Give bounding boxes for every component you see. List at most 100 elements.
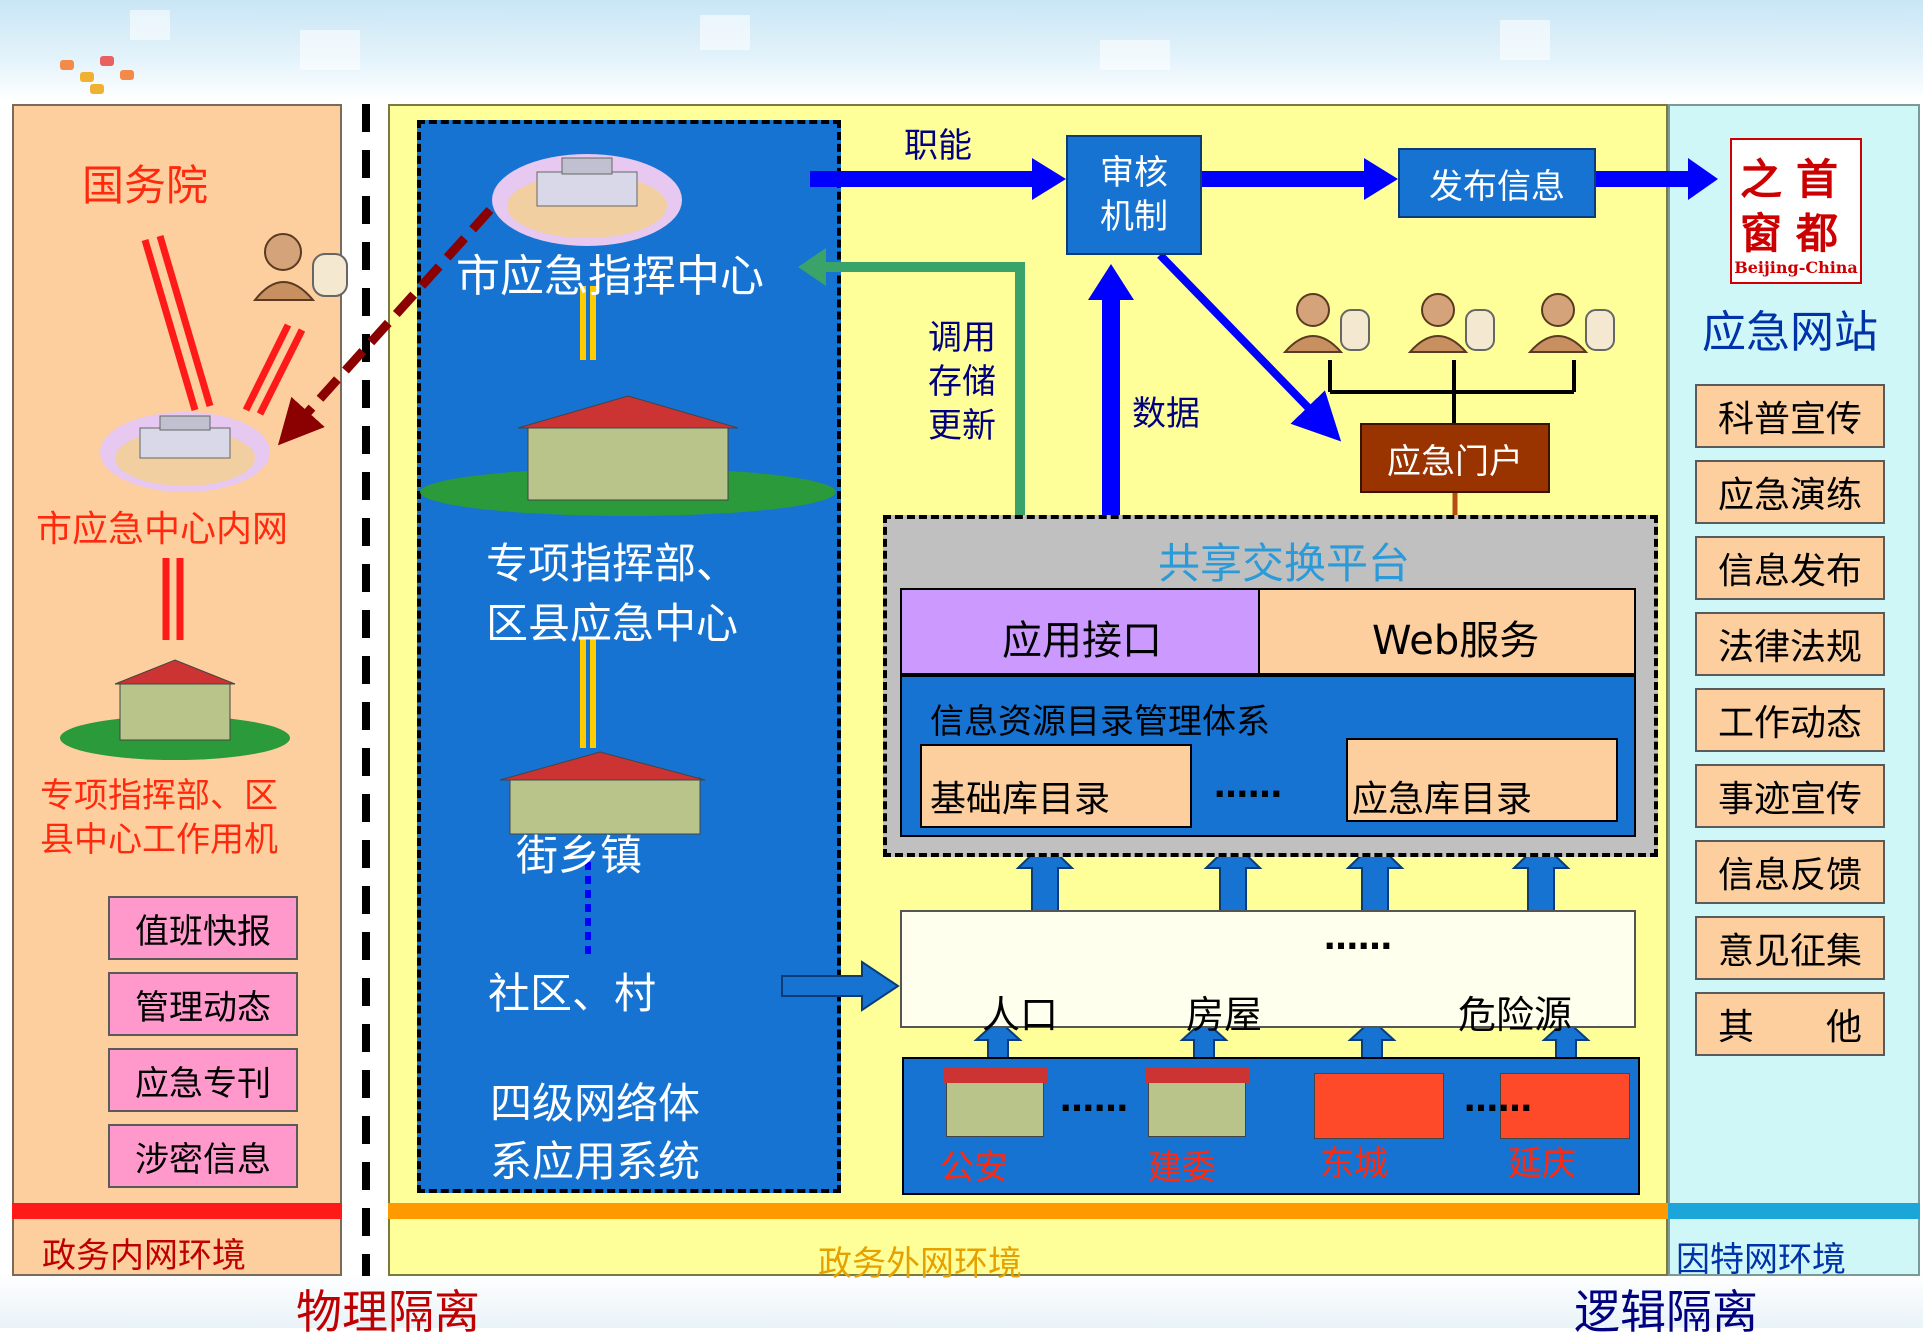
physical-isolation-divider xyxy=(362,104,370,1276)
database-row xyxy=(900,910,1636,1028)
banner-decor xyxy=(60,60,74,70)
db-housing-label: 房屋 xyxy=(1186,993,1263,1037)
logo-char: 窗 xyxy=(1740,209,1783,258)
users-to-portal-lines xyxy=(1328,360,1576,423)
site-menu-other[interactable]: 其 他 xyxy=(1695,992,1885,1056)
public-security-building-icon xyxy=(946,1077,1044,1137)
roof-icon xyxy=(944,1067,1048,1083)
level-district-center-line2: 区县应急中心 xyxy=(486,599,739,648)
emergency-catalog-label: 应急库目录 xyxy=(1352,779,1533,820)
source-ellipsis: …… xyxy=(1464,1080,1532,1120)
db-hazard-label: 危险源 xyxy=(1458,993,1573,1037)
level-connector-lines xyxy=(580,286,596,956)
workstation-label-line2: 县中心工作用机 xyxy=(40,820,278,860)
internet-env-label: 因特网环境 xyxy=(1676,1240,1846,1280)
source-yanqing-label: 延庆 xyxy=(1508,1144,1576,1184)
level-city-command-center: 市应急指挥中心 xyxy=(456,251,764,302)
physical-isolation-label: 物理隔离 xyxy=(296,1285,480,1339)
emergency-portal-box[interactable]: 应急门户 xyxy=(1360,423,1550,493)
command-center-building-icon xyxy=(492,154,682,246)
system-label-line2: 系应用系统 xyxy=(490,1137,701,1186)
banner-decor xyxy=(80,72,94,82)
site-menu-work-news[interactable]: 工作动态 xyxy=(1695,688,1885,752)
district-building-icon xyxy=(420,395,836,516)
banner-decor xyxy=(700,15,750,50)
system-label-line1: 四级网络体 xyxy=(490,1079,701,1128)
menu-item-classified-info[interactable]: 涉密信息 xyxy=(108,1124,298,1188)
internet-env-bar xyxy=(1668,1203,1920,1219)
top-banner xyxy=(0,0,1923,100)
state-council-label: 国务院 xyxy=(82,161,209,210)
banner-decor xyxy=(120,70,134,80)
invoke-label: 调用 xyxy=(928,318,996,358)
catalog-ellipsis: …… xyxy=(1214,766,1282,806)
logical-isolation-label: 逻辑隔离 xyxy=(1574,1285,1758,1339)
publish-info-box: 发布信息 xyxy=(1398,148,1596,218)
site-menu-deeds[interactable]: 事迹宣传 xyxy=(1695,764,1885,828)
menu-item-management-news[interactable]: 管理动态 xyxy=(108,972,298,1036)
banner-decor xyxy=(130,10,170,40)
publish-to-site-arrow xyxy=(1596,158,1718,200)
level-town: 街乡镇 xyxy=(516,831,643,880)
audit-to-publish-arrow xyxy=(1202,158,1398,200)
site-menu-release[interactable]: 信息发布 xyxy=(1695,536,1885,600)
data-label: 数据 xyxy=(1132,394,1200,434)
site-menu-science[interactable]: 科普宣传 xyxy=(1695,384,1885,448)
intranet-link-lines xyxy=(141,235,306,640)
base-catalog-label: 基础库目录 xyxy=(930,779,1111,820)
db-ellipsis: …… xyxy=(1324,918,1392,958)
public-users-icon xyxy=(1282,293,1615,353)
db-to-platform-arrows xyxy=(1015,840,1571,919)
source-to-db-arrows xyxy=(973,1018,1591,1059)
catalog-system-label: 信息资源目录管理体系 xyxy=(930,702,1270,742)
source-dongcheng-label: 东城 xyxy=(1320,1144,1388,1184)
intranet-label: 市应急中心内网 xyxy=(36,509,289,550)
banner-decor xyxy=(1100,40,1170,70)
dongcheng-building-icon xyxy=(1314,1073,1444,1139)
banner-decor xyxy=(100,56,114,66)
extranet-env-label: 政务外网环境 xyxy=(818,1244,1022,1284)
intranet-env-label: 政务内网环境 xyxy=(42,1236,246,1276)
site-menu-law[interactable]: 法律法规 xyxy=(1695,612,1885,676)
yanqing-building-icon xyxy=(1500,1073,1630,1139)
bottom-banner xyxy=(0,1272,1923,1328)
base-catalog-box xyxy=(920,744,1192,828)
emergency-catalog-box xyxy=(1346,738,1618,822)
site-menu-drill[interactable]: 应急演练 xyxy=(1695,460,1885,524)
store-label: 存储 xyxy=(928,362,996,402)
source-public-security-label: 公安 xyxy=(940,1148,1008,1188)
level-special-command-line1: 专项指挥部、 xyxy=(486,539,739,588)
menu-item-emergency-issue[interactable]: 应急专刊 xyxy=(108,1048,298,1112)
site-menu-feedback[interactable]: 信息反馈 xyxy=(1695,840,1885,904)
community-to-db-arrow xyxy=(781,960,900,1012)
update-label: 更新 xyxy=(928,406,996,446)
data-source-row xyxy=(902,1057,1640,1195)
person-icon xyxy=(252,233,348,301)
banner-decor xyxy=(90,84,104,94)
beijing-china-logo[interactable]: 之 首 窗 都 Beijing-China xyxy=(1730,138,1862,284)
town-building-icon xyxy=(499,751,706,835)
four-level-network-column xyxy=(417,120,841,1193)
web-service-box xyxy=(1258,588,1636,675)
audit-to-portal-arrow xyxy=(1157,252,1342,442)
emergency-website-label[interactable]: 应急网站 xyxy=(1702,307,1878,358)
roof-icon xyxy=(1146,1067,1250,1083)
banner-decor xyxy=(300,30,360,70)
logo-char: 之 xyxy=(1740,155,1783,204)
level-community-village: 社区、村 xyxy=(488,969,657,1018)
extranet-env-bar xyxy=(388,1203,1668,1219)
government-building-icon xyxy=(100,412,270,492)
construction-building-icon xyxy=(1148,1077,1246,1137)
invoke-store-update-arrow xyxy=(812,262,1025,548)
menu-item-duty-report[interactable]: 值班快报 xyxy=(108,896,298,960)
app-interface-box xyxy=(900,588,1260,675)
logo-subtitle: Beijing-China xyxy=(1734,258,1858,277)
command-to-intranet-arrow xyxy=(277,206,494,446)
site-menu-opinions[interactable]: 意见征集 xyxy=(1695,916,1885,980)
function-label: 职能 xyxy=(904,126,972,166)
logo-char: 都 xyxy=(1796,209,1839,258)
source-ellipsis: …… xyxy=(1060,1080,1128,1120)
audit-line2: 机制 xyxy=(1100,197,1168,237)
banner-decor xyxy=(1500,20,1550,60)
audit-line1: 审核 xyxy=(1100,153,1168,193)
